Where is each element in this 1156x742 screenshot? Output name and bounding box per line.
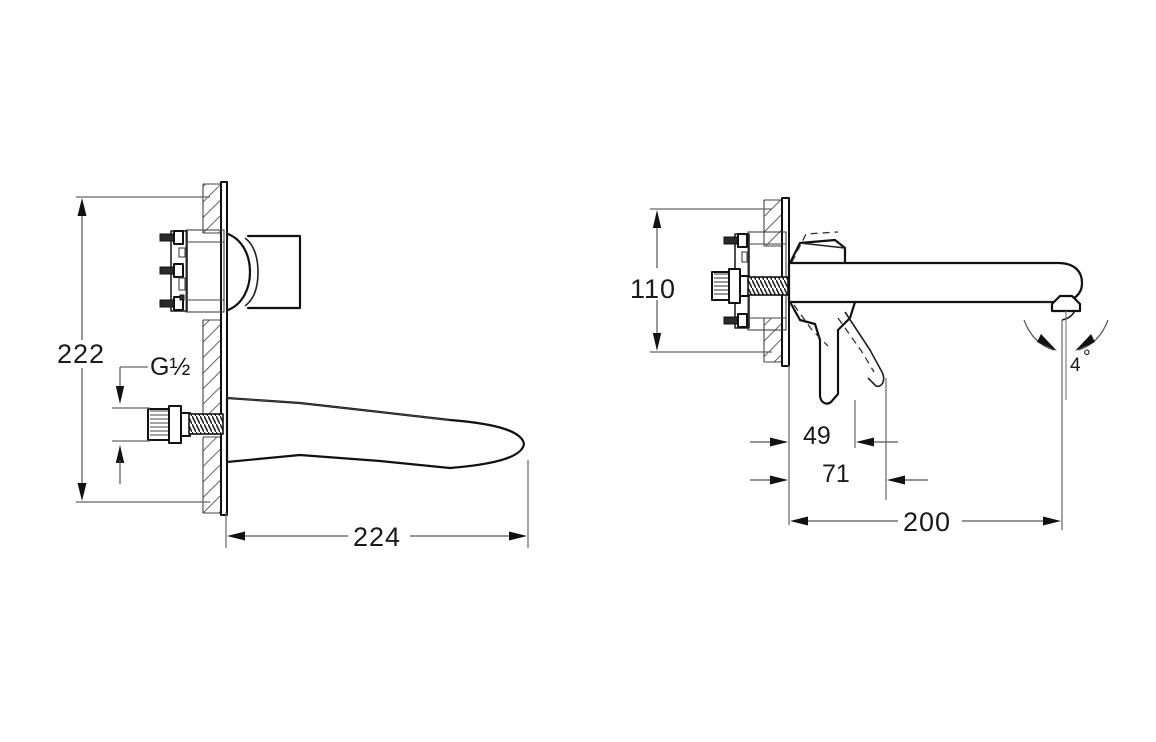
lever-handle-hidden-a [793,304,829,347]
dim-222-arrow-top [77,198,87,216]
dim-222-label: 222 [57,339,105,369]
dim-71-arrow-right [887,475,905,485]
dim-71-arrow-left [770,475,788,485]
escutcheon-plate-front [220,181,228,516]
lever-handle-hidden-b [837,317,875,373]
angle-arc-left [1023,319,1055,351]
spout-arm-outline [787,261,1084,304]
mounting-bolts-side [723,233,748,328]
spout-body-front [225,396,526,470]
dimension-110: 110 [630,208,772,353]
spout-outline-front [225,396,526,470]
dimension-71: 71 [750,378,928,500]
degree-symbol: ° [1083,347,1091,368]
dim-200-arrow-right [1043,516,1061,526]
wall-section-upper [202,183,220,234]
dimension-224: 224 [225,460,529,552]
dimension-49: 49 [750,365,898,525]
handle-cap-curve [226,232,252,312]
dim-200-label: 200 [903,507,951,537]
inlet-connector-front [147,405,224,444]
dim-224-label: 224 [353,522,401,552]
wall-section-upper-side [763,199,781,247]
side-view-group: 4 ° 110 49 [630,197,1109,537]
front-view-group: 222 G½ 224 [57,181,529,552]
inlet-flange [168,405,182,444]
dim-49-arrow-left [770,437,788,447]
dimension-200: 200 [790,320,1063,537]
dim-110-label: 110 [630,274,676,304]
dimension-222: 222 [57,196,210,503]
dim-ghalf-arrow-top [115,386,125,404]
wall-section-middle [202,319,220,421]
wall-section-lower [202,436,220,514]
handle-cap-body [246,234,302,310]
inlet-thread-ridges [150,410,168,436]
dimension-angle-4: 4 ° [1023,311,1109,400]
dim-49-arrow-right [856,437,874,447]
spout-collar-upper [788,231,847,265]
aerator-body [1050,294,1082,313]
angle-arrow-left [1037,334,1057,351]
inlet-connector-side [711,268,789,304]
dim-110-arrow-bottom [652,333,662,351]
dim-49-label: 49 [803,422,831,450]
dimension-g-half: G½ [112,353,190,484]
dim-g-half-label: G½ [150,353,190,381]
collar-upper-hidden [791,231,839,263]
dim-222-arrow-bottom [77,483,87,501]
lever-handle-open-position [844,311,885,388]
inlet-thread-ridges-side [714,273,728,295]
aerator-outlet-side [1050,294,1082,313]
dim-angle-label: 4 [1070,355,1081,376]
lever-handle-side [788,300,885,405]
lever-handle-outline [788,300,857,405]
dim-110-arrow-top [652,210,662,228]
collar-upper-edge [799,242,846,249]
dim-224-arrow-right [509,531,527,541]
handle-cap-front [226,232,302,312]
collar-upper-outline [788,238,847,265]
inlet-flange-side [728,268,741,304]
wall-section-lower-side [763,317,781,363]
dim-224-arrow-left [227,531,245,541]
angle-arrow-right [1075,334,1095,351]
dim-71-label: 71 [822,460,850,488]
handle-cap-inner-curve [244,237,259,307]
mounting-bolts-front [159,230,186,311]
angle-arc-right [1077,319,1109,351]
spout-top-hint [226,397,451,421]
dim-ghalf-arrow-bottom [115,445,125,463]
inlet-threaded-shank [188,413,224,435]
inlet-threaded-shank-side [747,276,789,296]
dim-200-arrow-left [790,516,808,526]
